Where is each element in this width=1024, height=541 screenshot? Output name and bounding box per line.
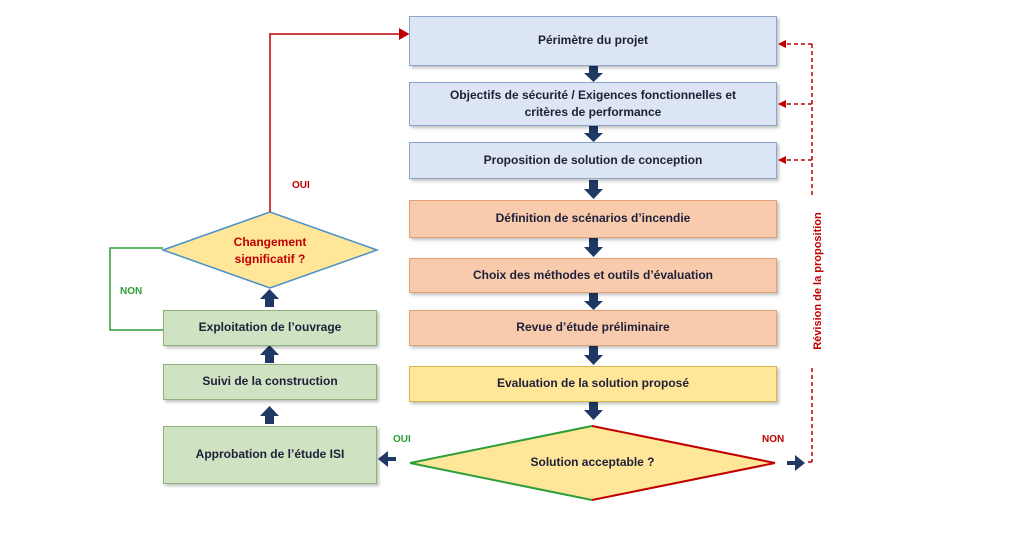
perimetre-box: Périmètre du projet — [409, 16, 777, 66]
changement-label: Changement significatif ? — [195, 234, 345, 269]
arrow-right-non — [787, 455, 805, 471]
proposition-box: Proposition de solution de conception — [409, 142, 777, 179]
exploitation-box: Exploitation de l’ouvrage — [163, 310, 377, 346]
perimetre-label: Périmètre du projet — [537, 33, 649, 48]
exploitation-label: Exploitation de l’ouvrage — [198, 320, 342, 335]
changement-label-line1: Changement — [233, 235, 307, 249]
arrow-up-3 — [260, 289, 279, 307]
arrow-down-7 — [584, 402, 603, 420]
definition-label: Définition de scénarios d’incendie — [495, 211, 691, 226]
non-loop-line — [109, 247, 164, 331]
revision-label: Révision de la proposition — [812, 212, 824, 350]
evaluation-label: Evaluation de la solution proposé — [496, 376, 690, 391]
choix-box: Choix des méthodes et outils d’évaluatio… — [409, 258, 777, 293]
non-left-label: NON — [120, 286, 143, 297]
suivi-label: Suivi de la construction — [202, 374, 338, 389]
arrow-down-5 — [584, 293, 603, 310]
approbation-box: Approbation de l’étude ISI — [163, 426, 377, 484]
arrow-left-oui — [378, 451, 396, 467]
arrow-up-1 — [260, 406, 279, 424]
arrow-down-1 — [584, 65, 603, 82]
non-right-label: NON — [762, 434, 785, 445]
oui-top-label: OUI — [292, 180, 310, 191]
down-arrows — [260, 65, 805, 471]
definition-box: Définition de scénarios d’incendie — [409, 200, 777, 238]
changement-label-line2: significatif ? — [234, 252, 306, 267]
proposition-label: Proposition de solution de conception — [483, 152, 703, 167]
revue-box: Revue d’étude préliminaire — [409, 310, 777, 346]
arrow-down-4 — [584, 238, 603, 257]
oui-left-label: OUI — [393, 434, 411, 445]
oui-loop-line — [269, 28, 410, 212]
objectifs-label-line1: Objectifs de sécurité / Exigences foncti… — [449, 87, 737, 102]
arrow-down-2 — [584, 125, 603, 142]
revue-label: Revue d’étude préliminaire — [516, 320, 670, 335]
choix-label: Choix des méthodes et outils d’évaluatio… — [472, 267, 714, 282]
solution-acceptable-label: Solution acceptable ? — [530, 455, 655, 469]
arrow-down-6 — [584, 346, 603, 365]
suivi-box: Suivi de la construction — [163, 364, 377, 400]
arrow-up-2 — [260, 345, 279, 363]
changement-significatif-diamond — [160, 211, 380, 289]
objectifs-box: Objectifs de sécurité / Exigences foncti… — [409, 82, 777, 126]
revision-dashed-loop — [786, 43, 813, 463]
arrow-down-3 — [584, 180, 603, 199]
objectifs-label-line2: critères de performance — [524, 105, 662, 119]
evaluation-box: Evaluation de la solution proposé — [409, 366, 777, 402]
approbation-label: Approbation de l’étude ISI — [195, 447, 345, 462]
